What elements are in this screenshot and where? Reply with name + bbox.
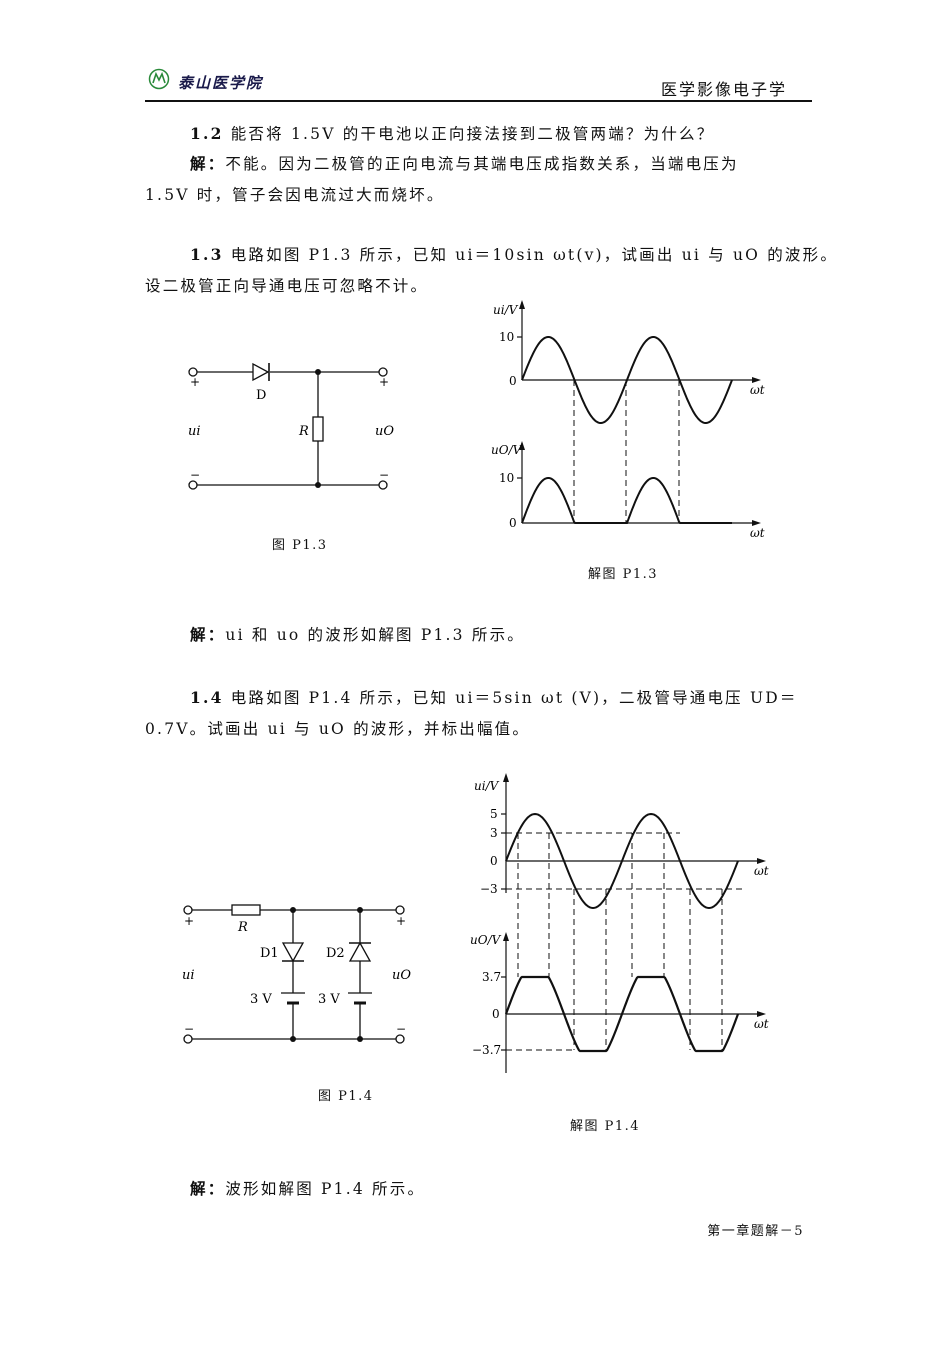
diode-d1-icon — [281, 942, 305, 963]
plot-top-xlabel: ωt — [754, 864, 769, 878]
plot-bottom-ylabel: uO/V — [470, 933, 502, 947]
battery-1-icon — [281, 992, 305, 1005]
label-r: R — [298, 424, 309, 439]
plot-top-tick-0: 0 — [490, 854, 498, 868]
plot-top-ylabel: ui/V — [493, 303, 519, 317]
label-uo: uO — [375, 424, 394, 439]
header-rule — [145, 100, 812, 102]
diode-d-icon — [252, 362, 270, 382]
school-logo-icon — [148, 68, 170, 90]
course-title: 医学影像电子学 — [660, 80, 787, 99]
input-plus: + — [184, 914, 194, 928]
label-d1: D1 — [260, 946, 279, 961]
label-uo: uO — [392, 968, 411, 983]
q12-answer-line2: 1.5V 时，管子会因电流过大而烧坏。 — [145, 186, 445, 204]
label-d: D — [256, 388, 266, 403]
q14-question-line1: 1.4 电路如图 P1.4 所示，已知 ui＝5sin ωt (V)，二极管导通… — [190, 688, 798, 707]
plot-bottom-tick-3-7: 3.7 — [482, 970, 501, 984]
fig-p1-4-caption: 图 P1.4 — [318, 1089, 374, 1104]
plot-top-tick-3: 3 — [490, 826, 498, 840]
circuit-p1-3: + + − − D R ui uO — [188, 362, 394, 490]
q14-question-line2: 0.7V。试画出 ui 与 uO 的波形，并标出幅值。 — [145, 720, 531, 738]
output-plus: + — [396, 914, 406, 928]
label-r: R — [237, 920, 248, 935]
plot-bottom-tick-minus3-7: −3.7 — [472, 1043, 501, 1057]
plot-bottom-xlabel: ωt — [750, 526, 765, 540]
plot-bottom-tick-0: 0 — [509, 516, 517, 530]
circuit-p1-4: + + − − R D1 D2 3 V 3 V ui uO — [182, 904, 411, 1044]
plot-top-tick-0: 0 — [509, 374, 517, 388]
q13-question-line1: 1.3 电路如图 P1.3 所示，已知 ui＝10sin ωt(v)，试画出 u… — [190, 245, 839, 264]
input-minus: − — [184, 1022, 194, 1036]
page-footer: 第一章题解－5 — [707, 1224, 804, 1239]
fig-p1-3-caption: 图 P1.3 — [272, 538, 328, 553]
sol-p1-3-caption: 解图 P1.3 — [588, 567, 659, 582]
plot-bottom-xlabel: ωt — [754, 1017, 769, 1031]
plot-top-tick-5: 5 — [490, 807, 498, 821]
plot-top-tick-10: 10 — [499, 330, 514, 344]
sol-p1-4-caption: 解图 P1.4 — [570, 1119, 641, 1134]
label-d2: D2 — [326, 946, 345, 961]
output-minus: − — [379, 468, 389, 482]
output-plus: + — [379, 375, 389, 389]
solution-plot-p1-4: ui/V 5 3 0 −3 ωt uO/V 3.7 0 −3.7 ωt — [470, 773, 769, 1073]
label-ui: ui — [188, 424, 201, 439]
plot-bottom-ylabel: uO/V — [491, 443, 523, 457]
label-v1: 3 V — [250, 992, 272, 1007]
q14-answer: 解：波形如解图 P1.4 所示。 — [190, 1179, 426, 1198]
plot-top-tick-minus3: −3 — [480, 882, 498, 896]
q13-question-line2: 设二极管正向导通电压可忽略不计。 — [145, 277, 429, 295]
input-plus: + — [190, 375, 200, 389]
school-name: 泰山医学院 — [178, 74, 264, 92]
q12-question: 1.2 能否将 1.5V 的干电池以正向接法接到二极管两端？为什么？ — [190, 124, 715, 143]
label-v2: 3 V — [318, 992, 340, 1007]
q13-answer: 解：ui 和 uo 的波形如解图 P1.3 所示。 — [190, 625, 525, 644]
plot-bottom-tick-10: 10 — [499, 471, 514, 485]
diode-d2-icon — [348, 941, 372, 962]
label-ui: ui — [182, 968, 195, 983]
plot-top-ylabel: ui/V — [474, 779, 500, 793]
q12-answer-line1: 解：不能。因为二极管的正向电流与其端电压成指数关系，当端电压为 — [190, 154, 739, 173]
solution-plot-p1-3: ui/V 10 0 ωt uO/V 10 0 ωt — [491, 300, 765, 540]
battery-2-icon — [348, 992, 372, 1005]
plot-top-xlabel: ωt — [750, 383, 765, 397]
plot-bottom-tick-0: 0 — [492, 1007, 500, 1021]
output-minus: − — [396, 1022, 406, 1036]
input-minus: − — [190, 468, 200, 482]
